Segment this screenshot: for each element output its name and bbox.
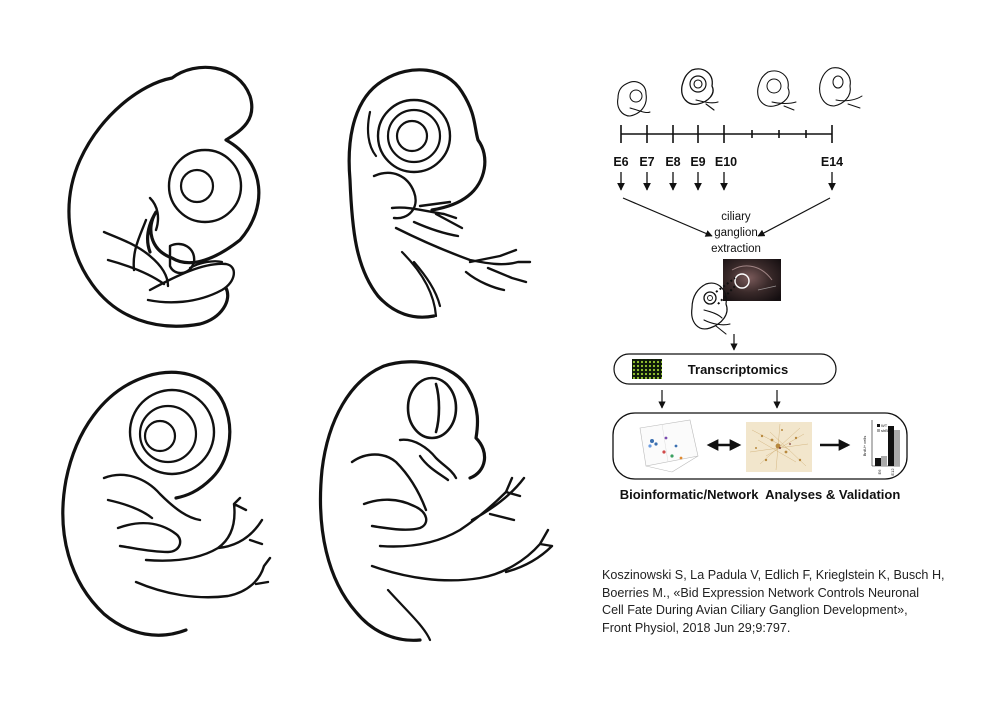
citation-line-3: Cell Fate During Avian Ciliary Ganglion …: [602, 603, 908, 617]
citation-line-4: Front Physiol, 2018 Jun 29;9:797.: [602, 620, 791, 635]
network-thumbnail: [746, 422, 812, 472]
citation: Koszinowski S, La Padula V, Edlich F, Kr…: [602, 567, 962, 637]
sketch-e14: [819, 67, 863, 109]
converge-arrow-right: [757, 197, 831, 237]
tick-label-e8: E8: [665, 155, 680, 169]
microarray-thumbnail: [632, 359, 662, 379]
embryo-drawing-4: [318, 360, 554, 642]
dissected-embryo-sketch: [691, 282, 731, 335]
zoom-lines: [715, 277, 736, 305]
citation-line-1: Koszinowski S, La Padula V, Edlich F, Kr…: [602, 568, 945, 582]
bar-e6-shbid: [881, 456, 887, 466]
transcriptomics-label: Transcriptomics: [688, 362, 788, 377]
bar-legend-wt: WT: [881, 423, 888, 428]
embryo-drawing-3: [61, 370, 272, 637]
pca-scatter-thumbnail: [639, 419, 699, 473]
tick-label-e14: E14: [821, 155, 843, 169]
bar-ylabel: BrdU+ cells: [862, 436, 867, 457]
embryo-drawing-1: [67, 65, 261, 328]
sketch-e6: [617, 81, 651, 117]
workflow-diagram: E6 E7 E8 E9 E10 E14: [612, 67, 908, 502]
bar-legend-shbid: shBID: [881, 428, 892, 433]
embryo-illustrations: [61, 65, 554, 642]
extraction-label-line-3: extraction: [711, 243, 761, 255]
citation-line-2: Boerries M., «Bid Expression Network Con…: [602, 585, 920, 600]
bar-category-e12: E12: [890, 468, 895, 476]
validation-bar-chart: WT shBID BrdU+ cells E6 E12: [862, 420, 900, 476]
bar-e12-shbid: [894, 430, 900, 466]
tick-label-e7: E7: [639, 155, 654, 169]
extraction-label-line-2: ganglion: [714, 227, 757, 239]
tick-arrows: [617, 172, 836, 191]
timeline-embryo-sketches: [617, 67, 863, 117]
tick-label-e6: E6: [613, 155, 628, 169]
microscopy-photo: [723, 259, 781, 301]
extraction-label-line-1: ciliary: [721, 211, 751, 223]
bar-e12-wt: [888, 426, 894, 466]
bar-category-e6: E6: [877, 469, 882, 475]
bar-e6-wt: [875, 458, 881, 466]
tick-label-e9: E9: [690, 155, 705, 169]
transcriptomics-box: [613, 353, 837, 385]
analyses-label: Bioinformatic/Network Analyses & Validat…: [620, 487, 901, 502]
converge-arrow-left: [622, 197, 713, 237]
tick-label-e10: E10: [715, 155, 737, 169]
sketch-e10: [757, 70, 797, 111]
sketch-e9: [681, 68, 719, 111]
embryo-drawing-2: [347, 68, 532, 319]
timeline-axis: [620, 125, 833, 143]
